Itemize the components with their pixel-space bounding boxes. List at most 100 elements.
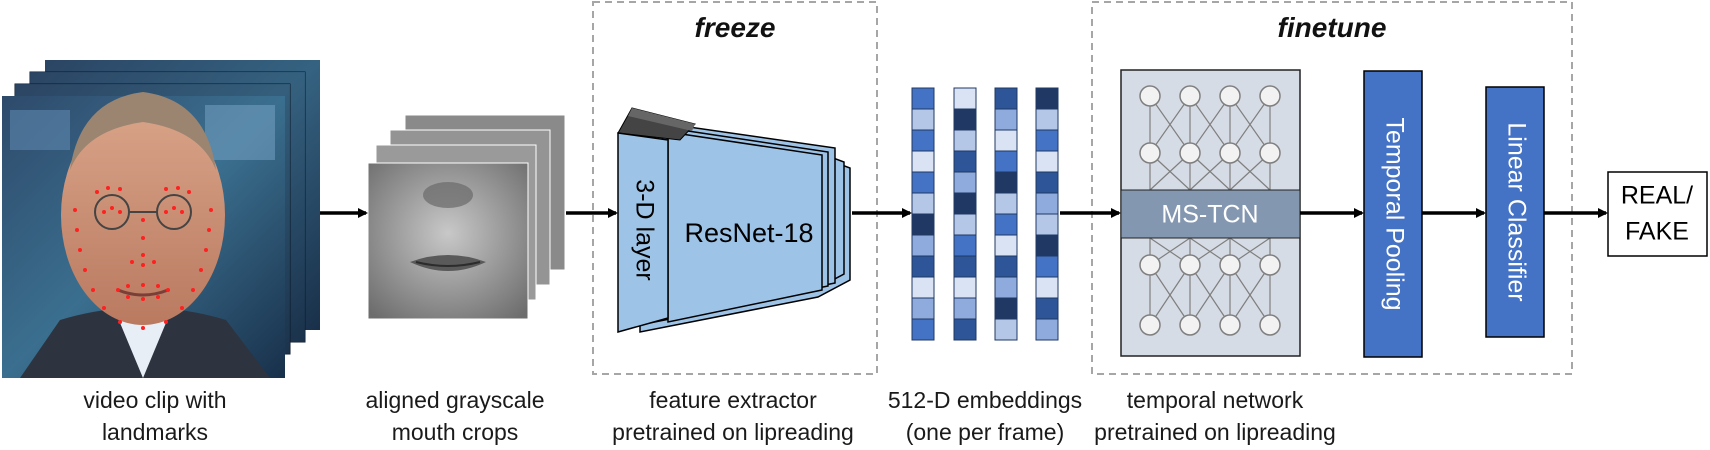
embedding-cell [994,87,1018,110]
ms-tcn-label: MS-TCN [1161,201,1258,229]
embedding-cell [994,129,1018,152]
linear-classifier-block [1485,86,1545,338]
embedding-cell [911,129,935,152]
freeze-group-box [592,1,878,375]
embedding-cell [953,213,977,236]
tcn-node [1179,85,1201,107]
freeze-group-title: freeze [694,12,776,43]
finetune-group-box [1091,1,1573,375]
embedding-cell [953,255,977,278]
caption-embeddings: 512-D embeddings (one per frame) [870,384,1100,448]
embedding-cell [994,318,1018,341]
tcn-edge [1149,264,1191,326]
temporal-pooling-block [1363,70,1423,358]
embedding-cell [911,87,935,110]
video-clip-image [2,60,320,378]
embedding-cell [1035,129,1059,152]
output-label-line1: REAL/ [1621,182,1693,210]
tcn-edge [1189,264,1231,326]
embedding-cell [911,276,935,299]
embedding-cell [1035,213,1059,236]
caption-embeddings-line1: 512-D embeddings [887,387,1083,413]
embedding-cell [953,318,977,341]
embedding-cell [953,171,977,194]
temporal-pooling-label: Temporal Pooling [1380,117,1408,310]
caption-temporal-network-line1: temporal network [1126,387,1304,413]
embedding-cell [1035,108,1059,131]
embedding-cell [994,255,1018,278]
tcn-network-nodes [1139,85,1281,336]
conv3d-layer-label: 3-D layer [630,179,658,280]
tcn-node [1179,254,1201,276]
conv3d-layer-block [617,107,696,333]
embedding-cell [994,297,1018,320]
tcn-node [1139,142,1161,164]
caption-temporal-network-line2: pretrained on lipreading [1094,419,1336,445]
tcn-node [1259,142,1281,164]
output-label-line2: FAKE [1625,218,1689,246]
embedding-cell [994,276,1018,299]
embedding-cell [1035,297,1059,320]
embedding-cell [953,129,977,152]
embedding-cell [994,108,1018,131]
embedding-cell [1035,87,1059,110]
embedding-cell [1035,150,1059,173]
embedding-cell [911,297,935,320]
embedding-cell [1035,276,1059,299]
tcn-node [1219,142,1241,164]
resnet-18-block [633,124,851,333]
caption-feature-extractor-line2: pretrained on lipreading [612,419,854,445]
linear-classifier-label: Linear Classifier [1502,122,1530,301]
tcn-edge [1189,95,1231,154]
embedding-cell [953,276,977,299]
resnet-18-label: ResNet-18 [684,218,813,248]
embedding-cell [911,108,935,131]
embedding-cell [953,192,977,215]
caption-mouth-crops-line1: aligned grayscale [365,387,545,413]
embedding-cell [1035,255,1059,278]
caption-embeddings-line2: (one per frame) [905,419,1065,445]
caption-mouth-crops-line2: mouth crops [391,419,519,445]
caption-feature-extractor: feature extractor pretrained on lipreadi… [588,384,878,448]
tcn-node [1139,85,1161,107]
embedding-cell [911,234,935,257]
tcn-node [1139,314,1161,336]
tcn-node [1219,85,1241,107]
tcn-edge [1149,95,1191,154]
embedding-cell [994,192,1018,215]
embedding-cell [953,108,977,131]
tcn-edge [1229,95,1271,154]
embedding-cell [911,255,935,278]
tcn-node [1179,142,1201,164]
tcn-node [1179,314,1201,336]
embedding-cell [994,171,1018,194]
tcn-node [1219,314,1241,336]
embedding-cell [953,234,977,257]
tcn-node [1259,314,1281,336]
embedding-cell [953,87,977,110]
embedding-cell [1035,234,1059,257]
caption-mouth-crops: aligned grayscale mouth crops [340,384,570,448]
embedding-cell [911,171,935,194]
embedding-cell [1035,318,1059,341]
caption-temporal-network: temporal network pretrained on lipreadin… [1080,384,1350,448]
embedding-cell [911,150,935,173]
embedding-cell [994,150,1018,173]
embedding-cell [994,213,1018,236]
embedding-cell [994,234,1018,257]
face-shape [61,105,225,325]
embedding-columns [911,87,1059,341]
ms-tcn-band [1120,189,1301,239]
caption-video-clip-line2: landmarks [101,419,209,445]
embedding-cell [911,192,935,215]
embedding-cell [911,318,935,341]
tcn-node [1219,254,1241,276]
tcn-node [1139,254,1161,276]
embedding-cell [1035,171,1059,194]
mouth-crops-image [367,114,566,320]
ms-tcn-block: MS-TCN [1120,69,1301,357]
output-box [1607,171,1708,257]
caption-feature-extractor-line1: feature extractor [649,387,817,413]
caption-video-clip: video clip with landmarks [10,384,300,448]
